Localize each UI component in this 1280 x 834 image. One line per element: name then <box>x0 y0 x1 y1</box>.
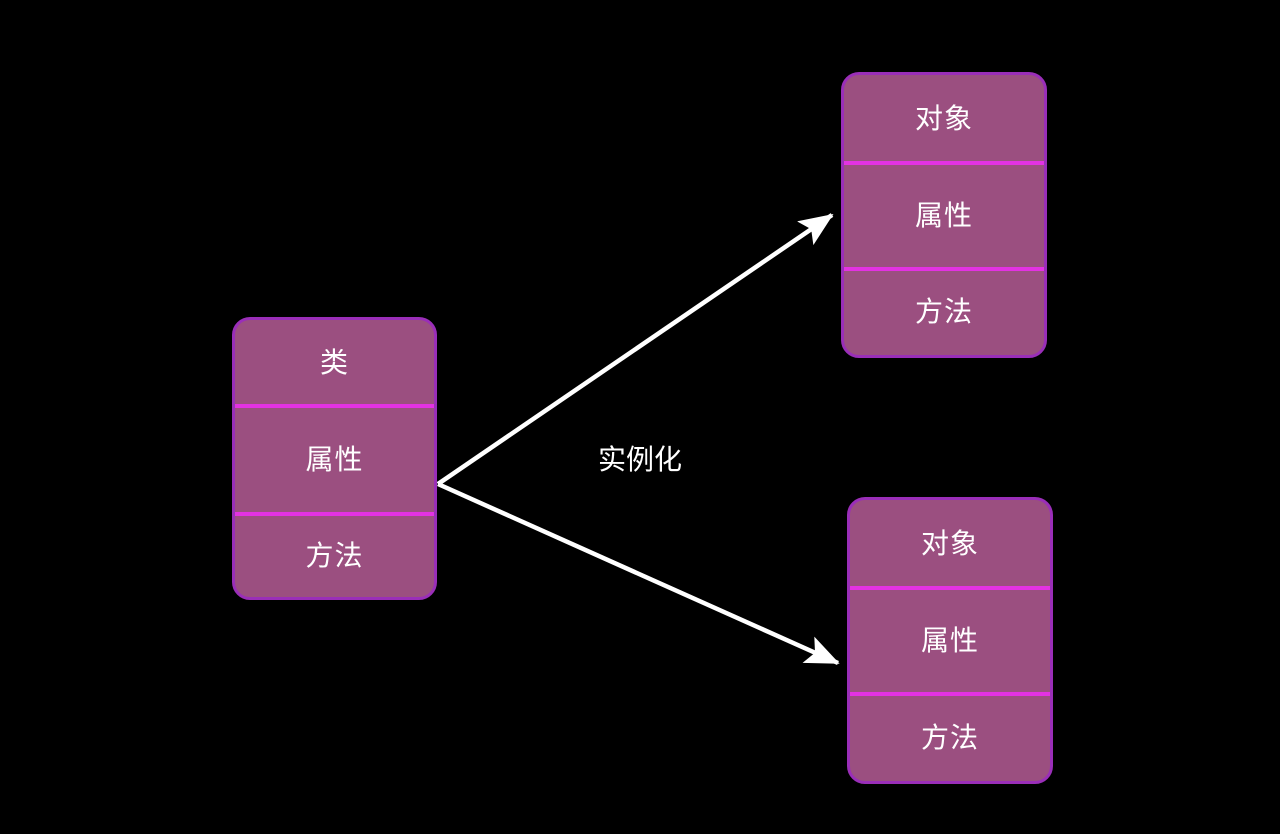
object-node-top-methods-text: 方法 <box>914 295 973 328</box>
class-node-name-text: 类 <box>319 346 349 379</box>
class-node-row-attributes: 属性 <box>235 406 434 514</box>
object-node-top-row-attributes: 属性 <box>844 163 1044 269</box>
object-node-bottom[interactable]: 对象 属性 方法 <box>847 497 1053 784</box>
class-node-methods-text: 方法 <box>305 538 364 572</box>
object-node-bottom-row-methods: 方法 <box>850 694 1050 781</box>
class-node-row-name: 类 <box>235 320 434 406</box>
object-node-top-row-methods: 方法 <box>844 269 1044 355</box>
edge-instantiate-bottom <box>437 481 840 666</box>
class-node-row-methods: 方法 <box>235 514 434 597</box>
object-node-bottom-methods-text: 方法 <box>920 720 979 754</box>
object-node-top-row-name: 对象 <box>844 75 1044 163</box>
object-node-bottom-name-text: 对象 <box>920 527 979 560</box>
object-node-top-divider-2 <box>844 267 1044 271</box>
class-node-divider-2 <box>235 512 434 516</box>
object-node-top-name-text: 对象 <box>914 102 973 135</box>
object-node-bottom-divider-2 <box>850 692 1050 696</box>
object-node-top-divider-1 <box>844 161 1044 165</box>
class-node-attributes-text: 属性 <box>305 443 364 476</box>
edge-label-instantiate: 实例化 <box>598 443 683 476</box>
class-node-divider-1 <box>235 404 434 408</box>
object-node-top[interactable]: 对象 属性 方法 <box>841 72 1047 358</box>
object-node-bottom-row-attributes: 属性 <box>850 588 1050 694</box>
class-node[interactable]: 类 属性 方法 <box>232 317 437 600</box>
object-node-bottom-row-name: 对象 <box>850 500 1050 588</box>
object-node-top-attributes-text: 属性 <box>914 199 973 232</box>
object-node-bottom-attributes-text: 属性 <box>920 624 979 657</box>
object-node-bottom-divider-1 <box>850 586 1050 590</box>
